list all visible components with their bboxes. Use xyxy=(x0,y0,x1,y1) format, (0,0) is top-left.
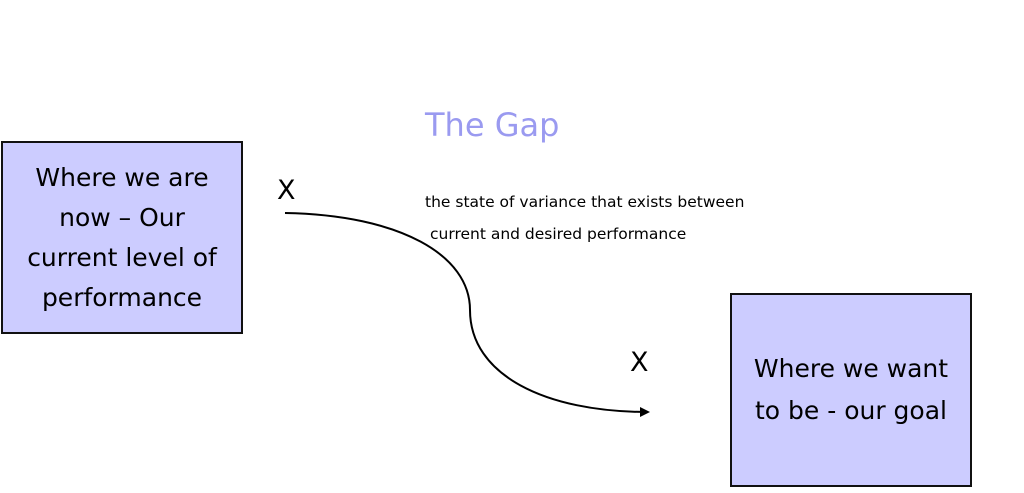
goal-box: Where we want to be - our goal xyxy=(730,293,972,487)
current-performance-box: Where we are now – Our current level of … xyxy=(1,141,243,334)
gap-title: The Gap xyxy=(425,106,560,144)
definition-line-1: the state of variance that exists betwee… xyxy=(425,193,745,211)
goal-label: Where we want to be - our goal xyxy=(753,354,949,425)
start-marker: X xyxy=(277,175,296,206)
current-performance-label: Where we are now – Our current level of … xyxy=(27,162,217,312)
end-marker: X xyxy=(630,347,649,378)
gap-curve xyxy=(284,212,650,417)
gap-definition: the state of variance that exists betwee… xyxy=(425,186,744,250)
definition-line-2: current and desired performance xyxy=(430,225,687,243)
